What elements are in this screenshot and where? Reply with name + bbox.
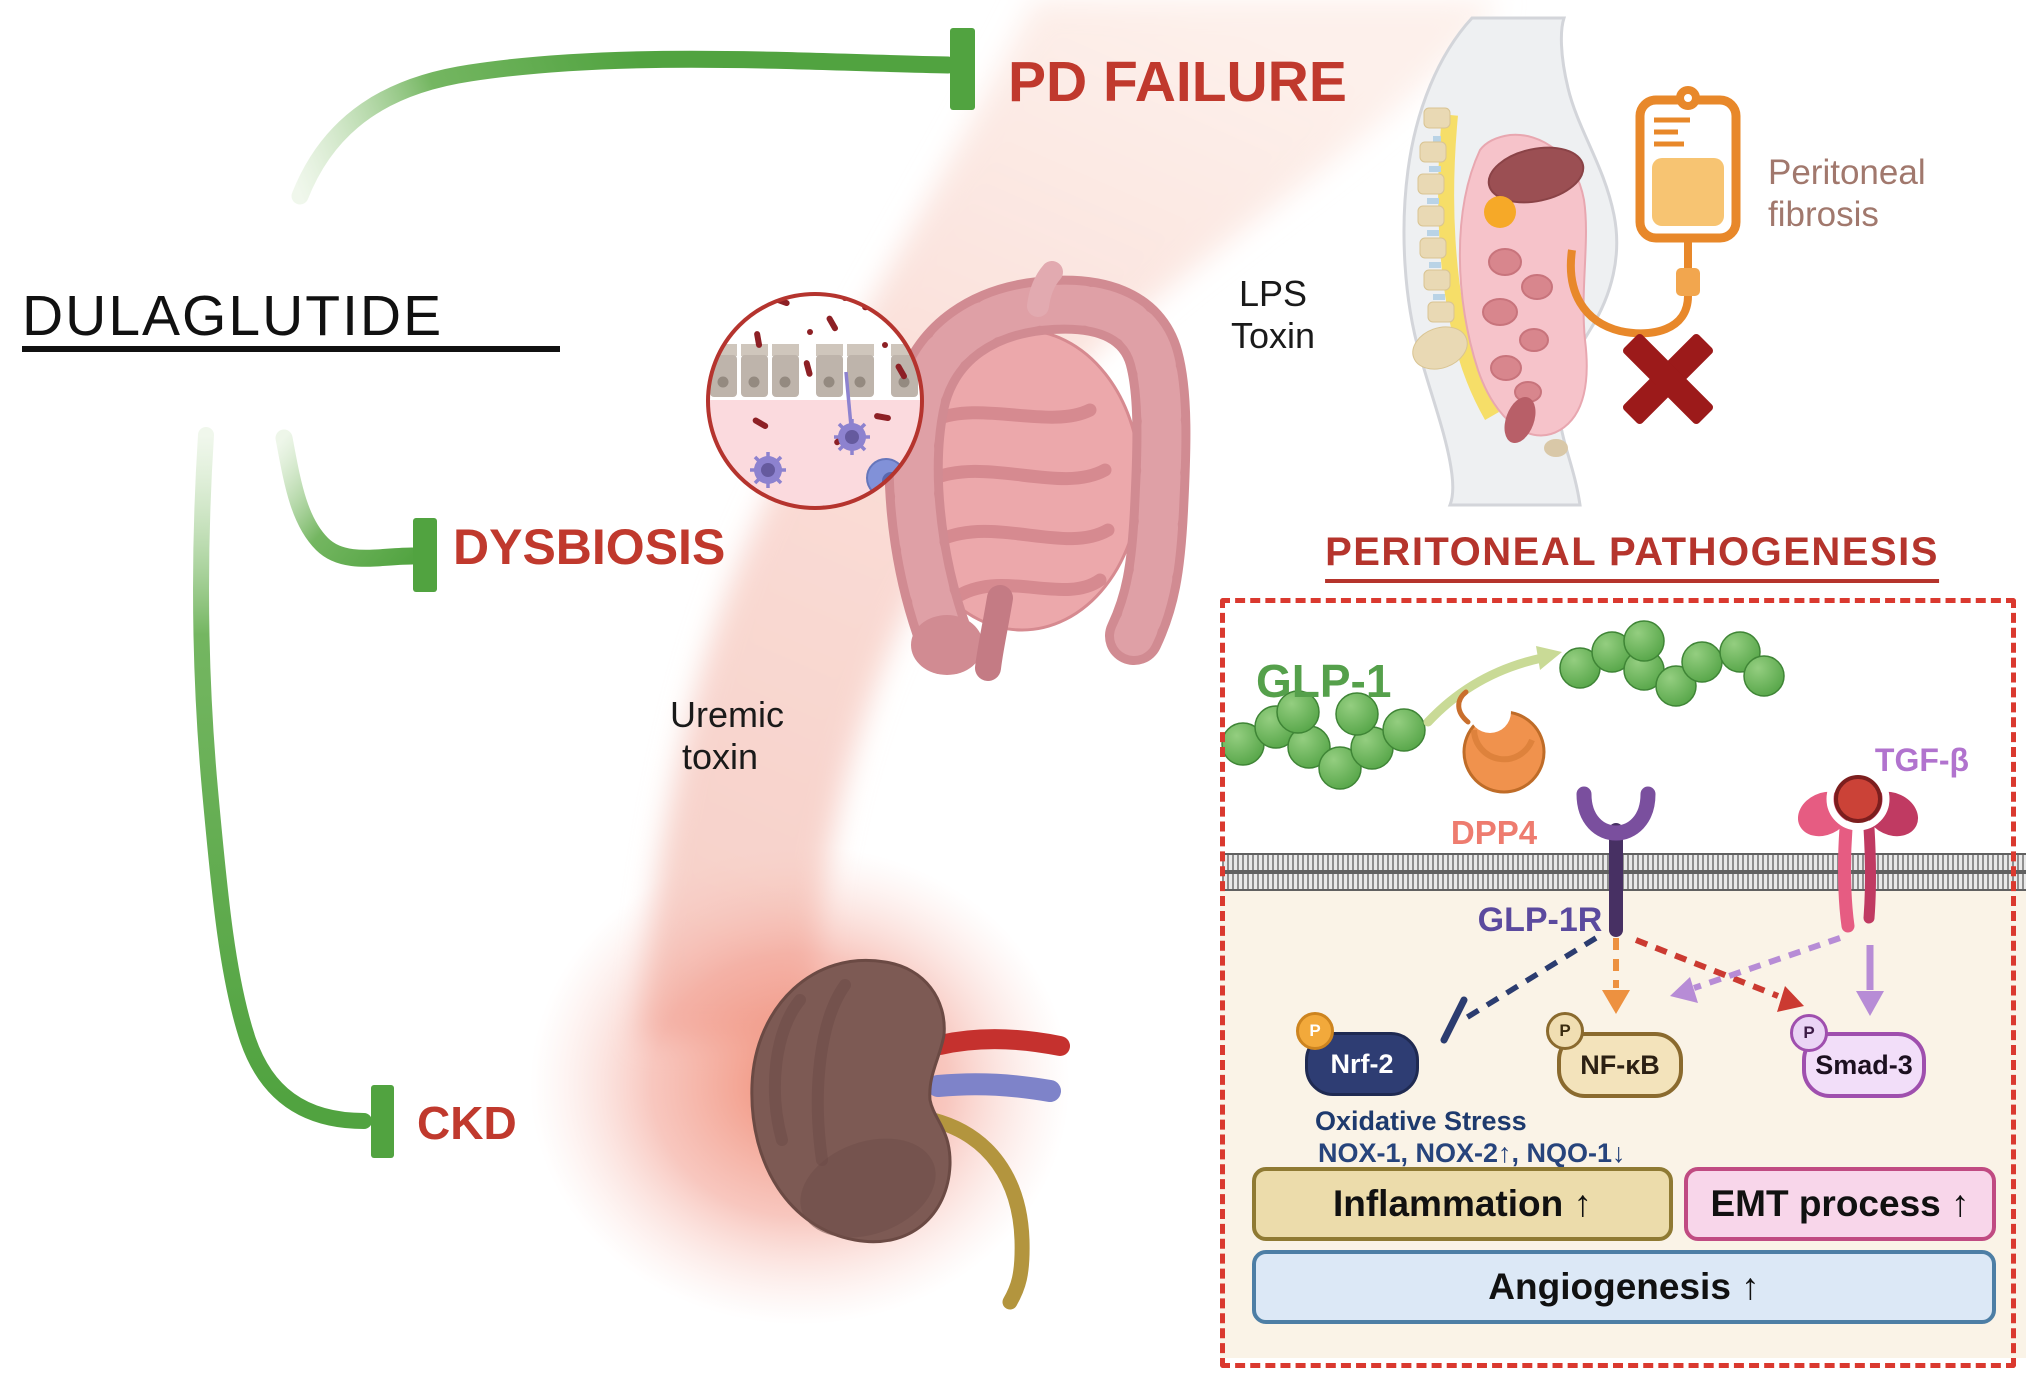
epithelial-cells — [710, 344, 918, 397]
outcome-emt: EMT process ↑ — [1684, 1167, 1996, 1241]
outcome-inflammation-label: Inflammation ↑ — [1332, 1183, 1593, 1224]
label-lps-line2: Toxin — [1230, 315, 1316, 356]
membrane-inner-leaflet — [1222, 872, 2026, 891]
spine — [1412, 107, 1468, 370]
signal-arrow-glp1r-smad3 — [1634, 937, 1804, 1012]
gut-barrier-magnifier — [706, 292, 924, 510]
label-glp1: GLP-1 — [1256, 655, 1392, 707]
outcome-angiogenesis: Angiogenesis ↑ — [1252, 1250, 1996, 1324]
membrane-outer-leaflet — [1222, 853, 2026, 872]
label-peritoneal-fibrosis-line1: Peritoneal — [1768, 153, 1926, 192]
node-nfkb: NF-κB — [1557, 1032, 1683, 1098]
pd-dialysis-bag-icon — [1566, 86, 1741, 338]
label-peritoneal-fibrosis-line2: fibrosis — [1768, 195, 1879, 234]
phospho-badge-nrf2: P — [1296, 1012, 1334, 1050]
label-nox-nqo: NOX-1, NOX-2↑, NQO-1↓ — [1318, 1138, 1626, 1168]
kidney-illustration — [750, 959, 1070, 1310]
label-pd-failure: PD FAILURE — [1008, 50, 1347, 114]
drug-label: DULAGLUTIDE — [22, 284, 444, 348]
glp1r-receptor-icon — [1576, 786, 1656, 937]
body-cross-section — [1402, 16, 1619, 507]
signal-arrow-glp1r-nfkb — [1602, 938, 1630, 1014]
node-nfkb-label: NF-κB — [1580, 1049, 1660, 1080]
label-oxidative-stress: Oxidative Stress — [1315, 1106, 1527, 1136]
cleavage-arrow — [1423, 646, 1562, 727]
failure-x-icon — [1622, 333, 1714, 425]
tgfb-receptor-icon — [1797, 767, 1919, 933]
outcome-angiogenesis-label: Angiogenesis ↑ — [1488, 1266, 1760, 1307]
node-smad3: Smad-3 — [1802, 1032, 1926, 1098]
glp1-peptide-chain — [1221, 690, 1426, 790]
toxin-dots — [765, 505, 827, 508]
label-dpp4: DPP4 — [1450, 814, 1538, 851]
label-dysbiosis: DYSBIOSIS — [453, 519, 726, 575]
label-uremic-line2: toxin — [681, 736, 759, 777]
outcome-inflammation: Inflammation ↑ — [1252, 1167, 1673, 1241]
node-smad3-label: Smad-3 — [1815, 1049, 1913, 1080]
inhibit-arrow-dysbiosis — [275, 429, 437, 592]
glp1-cleaved-fragments — [1559, 620, 1785, 707]
signal-arrow-tgfb-smad3 — [1856, 945, 1884, 1016]
pathogenesis-title: PERITONEAL PATHOGENESIS — [1325, 532, 1939, 583]
dpp4-enzyme-icon — [1456, 689, 1546, 794]
phospho-badge-smad3: P — [1790, 1014, 1828, 1052]
signal-arrow-tgfb-nfkb — [1670, 935, 1841, 1003]
inhibit-arrow-pd-failure — [291, 28, 975, 205]
cell-membrane — [1222, 853, 2026, 891]
label-lps-line1: LPS — [1238, 273, 1308, 314]
signal-arrow-nrf2-inhibit — [1440, 935, 1598, 1044]
pathogenesis-panel-border — [1220, 598, 2016, 1368]
label-glp1r: GLP-1R — [1477, 901, 1603, 939]
label-tgfb: TGF-β — [1874, 742, 1970, 778]
label-ckd: CKD — [417, 1097, 517, 1149]
phospho-badge-nfkb: P — [1546, 1012, 1584, 1050]
inhibit-arrow-ckd — [193, 427, 394, 1158]
outcome-emt-label: EMT process ↑ — [1710, 1183, 1970, 1224]
node-nrf2-label: Nrf-2 — [1330, 1048, 1394, 1079]
drug-underline — [22, 346, 560, 352]
intestine-illustration — [884, 261, 1191, 681]
label-uremic-line1: Uremic — [670, 694, 784, 735]
